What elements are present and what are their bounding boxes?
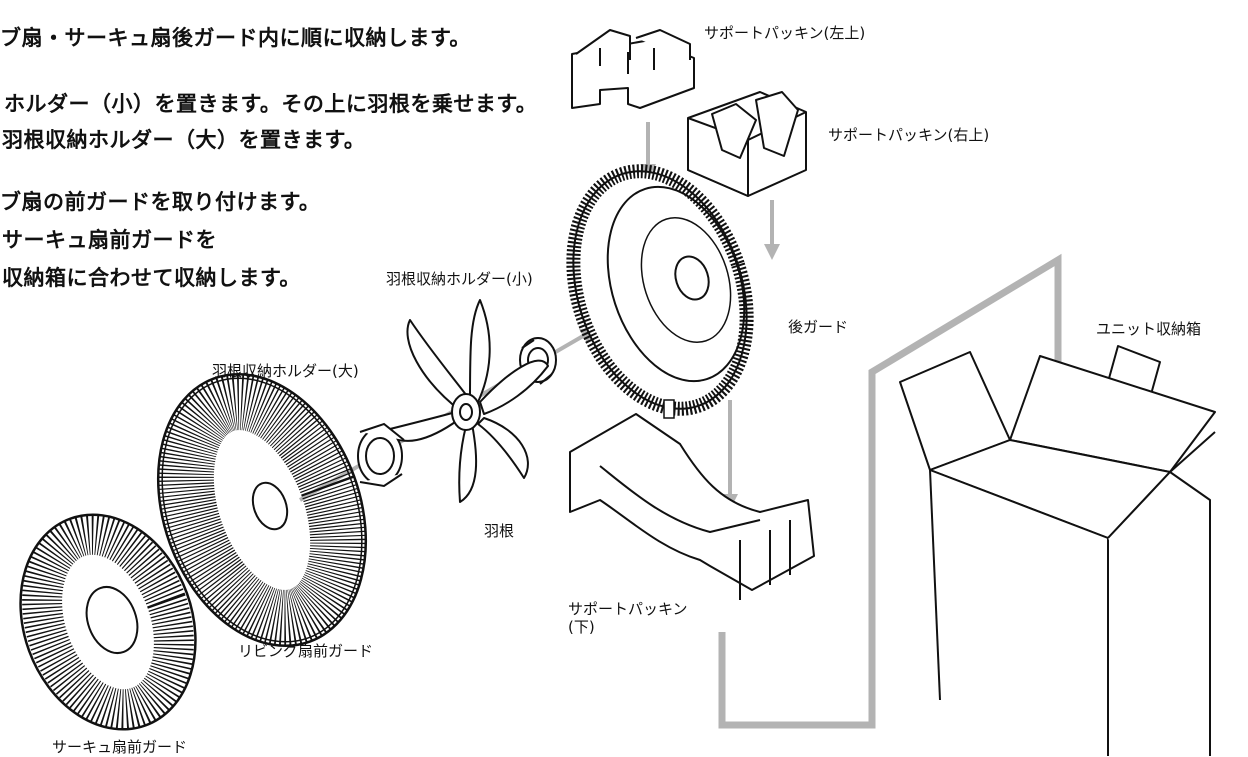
label-holder-large: 羽根収納ホルダー(大)	[212, 362, 359, 380]
instruction-line-4: ブ扇の前ガードを取り付けます。	[0, 190, 321, 214]
instruction-line-5: サーキュ扇前ガードを	[2, 228, 217, 252]
label-support-lower-1: サポートパッキン	[568, 600, 688, 618]
label-rear-guard: 後ガード	[788, 318, 849, 336]
blade	[385, 299, 549, 503]
instruction-line-3: 羽根収納ホルダー（大）を置きます。	[2, 128, 366, 152]
label-support-lower-2: (下)	[568, 618, 595, 636]
rear-guard	[566, 164, 754, 419]
living-front-guard	[156, 372, 368, 648]
label-holder-small: 羽根収納ホルダー(小)	[386, 270, 533, 288]
label-living-front-guard: リビング扇前ガード	[238, 642, 374, 660]
holder-large	[357, 422, 405, 488]
support-packing-upper-left	[571, 29, 695, 109]
label-unit-box: ユニット収納箱	[1096, 320, 1202, 338]
unit-box	[899, 345, 1216, 756]
instruction-line-2: ホルダー（小）を置きます。その上に羽根を乗せます。	[4, 92, 538, 116]
instruction-line-6: 収納箱に合わせて収納します。	[2, 266, 301, 290]
label-support-upper-left: サポートパッキン(左上)	[704, 24, 866, 42]
circu-front-guard	[19, 513, 197, 731]
support-packing-upper-right	[687, 91, 807, 197]
support-packing-lower	[569, 413, 815, 600]
instructions: ブ扇・サーキュ扇後ガード内に順に収納します。 ホルダー（小）を置きます。その上に…	[0, 0, 600, 300]
instruction-line-1: ブ扇・サーキュ扇後ガード内に順に収納します。	[0, 26, 471, 50]
label-blade: 羽根	[484, 522, 515, 540]
label-circu-front-guard: サーキュ扇前ガード	[52, 738, 188, 756]
route-arrow	[718, 253, 1072, 729]
label-support-upper-right: サポートパッキン(右上)	[828, 126, 990, 144]
